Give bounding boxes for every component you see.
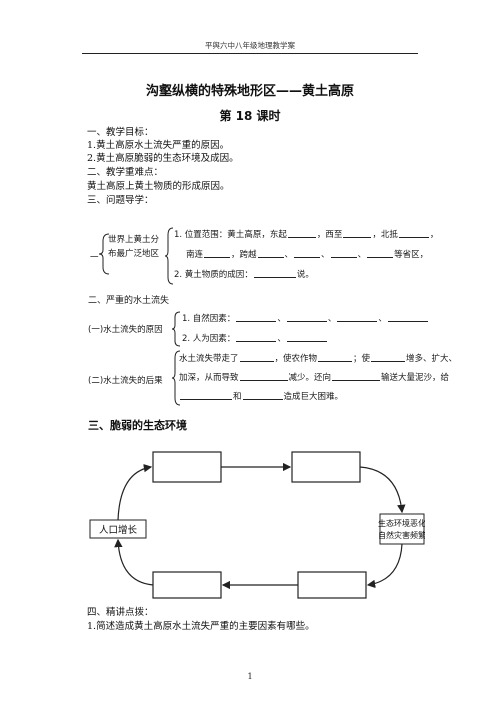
- part2-results-block: (二)水土流失的后果 水土流失带走了 ，使农作物 ；使 增多、扩大、 加深，从而导致 减…: [88, 350, 458, 410]
- part1-brace-right: [164, 227, 174, 285]
- sep: 、: [277, 314, 286, 324]
- part2-heading: 二、严重的水土流失: [88, 296, 170, 306]
- result-text-3b: 造成巨大困难。: [283, 392, 344, 402]
- item1-text-b: ，西至: [316, 230, 343, 240]
- part1-block: 一 世界上黄土分 布最广泛地区 1. 位置范围：黄土高原，东起 ，西至 ，北抵 ， 南…: [88, 225, 458, 287]
- item1-text-c: ，北抵: [372, 230, 398, 240]
- result-row1: 水土流失带走了 ，使农作物 ；使 增多、扩大、: [179, 352, 457, 364]
- arrow-left-top: [117, 464, 153, 521]
- blank-result-5[interactable]: [332, 372, 381, 381]
- objective-1: 1.黄土高原水土流失严重的原因。: [87, 140, 230, 151]
- blank-province-2[interactable]: [294, 249, 321, 258]
- header-rule: [82, 53, 418, 54]
- sep: 、: [327, 314, 337, 324]
- item1-text-j: 等省区，: [394, 250, 429, 260]
- part1-item1-row1: 1. 位置范围：黄土高原，东起 ，西至 ，北抵 ，: [174, 228, 438, 240]
- part1-item2: 2. 黄土物质的成因： 说。: [174, 268, 314, 280]
- cause-natural: 1. 自然因素： 、 、 、: [182, 312, 429, 324]
- blank-province-1[interactable]: [257, 249, 284, 258]
- cycle-box-bottom-right[interactable]: [297, 571, 367, 599]
- guide-heading: 三、问题导学：: [87, 195, 154, 206]
- blank-result-6[interactable]: [180, 391, 232, 400]
- ecology-label-2: 自然灾害频繁: [378, 530, 425, 540]
- part1-number: 一: [90, 253, 99, 263]
- arrow-right-down: [359, 466, 406, 514]
- part1-label-line1: 世界上黄土分: [108, 235, 160, 245]
- result-text-1a: 水土流失带走了: [179, 354, 239, 364]
- part1-brace-left: [98, 233, 110, 275]
- blank-north[interactable]: [398, 229, 429, 238]
- cause-natural-label: 1. 自然因素：: [182, 314, 236, 324]
- cause-brace: [171, 311, 181, 347]
- result-label: (二)水土流失的后果: [88, 376, 163, 386]
- arrow-left-up: [114, 538, 154, 586]
- ecology-cycle-diagram: 人口增长 生态环境恶化 自然灾害频繁: [89, 451, 425, 599]
- blank-natural-1[interactable]: [236, 313, 277, 322]
- population-label: 人口增长: [99, 524, 138, 536]
- blank-province-4[interactable]: [367, 249, 394, 258]
- section4-heading: 四、精讲点拨：: [87, 607, 154, 618]
- key-heading: 二、教学重难点：: [87, 167, 164, 178]
- blank-south[interactable]: [204, 249, 231, 258]
- blank-west[interactable]: [343, 229, 372, 238]
- result-text-1b: ，使农作物: [274, 354, 318, 364]
- blank-natural-3[interactable]: [337, 313, 378, 322]
- result-text-1c: ；使: [353, 354, 371, 364]
- part1-label-line2: 布最广泛地区: [108, 249, 160, 259]
- objective-2: 2.黄土高原脆弱的生态环境及成因。: [87, 153, 239, 164]
- cycle-box-top-left[interactable]: [152, 451, 222, 483]
- result-brace: [171, 350, 181, 406]
- item1-text-d: ，: [429, 230, 439, 240]
- result-text-3a: 和: [233, 392, 242, 402]
- arrow-right-bottom: [366, 543, 403, 589]
- item1-text-i: 、: [357, 250, 367, 260]
- result-row3: 和 造成巨大困难。: [179, 390, 343, 402]
- ecology-box: [379, 513, 425, 545]
- blank-natural-2[interactable]: [286, 313, 327, 322]
- part2-causes-block: (一)水土流失的原因 1. 自然因素：、、、 2. 人为因素：、: [88, 310, 458, 350]
- item1-text-e: 南连: [186, 250, 204, 260]
- blank-result-3[interactable]: [371, 353, 406, 362]
- blank-result-2[interactable]: [318, 353, 353, 362]
- result-row2: 加深，从而导致 减少。还向 输送大量泥沙，给: [179, 371, 449, 383]
- cause-label: (一)水土流失的原因: [88, 325, 163, 335]
- item2-text-a: 2. 黄土物质的成因：: [174, 270, 253, 280]
- blank-origin[interactable]: [253, 269, 296, 278]
- result-text-1d: 增多、扩大、: [406, 354, 458, 364]
- part1-item1-row2: 南连 ，跨越 、 、 、 等省区，: [186, 248, 428, 260]
- sep: 、: [378, 314, 387, 324]
- item1-text-g: 、: [284, 250, 294, 260]
- cause-human: 2. 人为因素： 、: [182, 332, 328, 344]
- item2-text-b: 说。: [296, 270, 314, 280]
- part3-heading: 三、脆弱的生态环境: [88, 419, 187, 432]
- page-header: 平舆六中八年级地理教学案: [205, 41, 295, 50]
- blank-result-7[interactable]: [242, 391, 283, 400]
- page-number: 1: [247, 672, 253, 681]
- ecology-label-1: 生态环境恶化: [378, 518, 425, 528]
- cycle-box-bottom-left[interactable]: [152, 571, 222, 599]
- item1-text-a: 1. 位置范围：黄土高原，东起: [174, 230, 287, 240]
- blank-human-2[interactable]: [286, 333, 327, 342]
- blank-province-3[interactable]: [330, 249, 357, 258]
- blank-natural-4[interactable]: [387, 313, 428, 322]
- blank-east[interactable]: [287, 229, 316, 238]
- result-text-2a: 加深，从而导致: [179, 373, 239, 383]
- lesson-number: 第 18 课时: [219, 109, 281, 123]
- item1-text-h: 、: [321, 250, 330, 260]
- section4-question-1: 1.简述造成黄土高原水土流失严重的主要因素有哪些。: [87, 621, 315, 632]
- key-point: 黄土高原上黄土物质的形成原因。: [87, 181, 230, 192]
- objectives-heading: 一、教学目标：: [87, 127, 154, 138]
- result-text-2c: 输送大量泥沙，给: [381, 373, 450, 383]
- item1-text-f: ，跨越: [231, 250, 257, 260]
- document-title: 沟壑纵横的特殊地形区——黄土高原: [145, 84, 354, 99]
- sep: 、: [277, 334, 286, 344]
- result-text-2b: 减少。还向: [288, 373, 332, 383]
- cycle-box-top-right[interactable]: [291, 451, 361, 483]
- blank-result-4[interactable]: [239, 372, 288, 381]
- cause-human-label: 2. 人为因素：: [182, 334, 236, 344]
- blank-human-1[interactable]: [236, 333, 277, 342]
- blank-result-1[interactable]: [239, 353, 274, 362]
